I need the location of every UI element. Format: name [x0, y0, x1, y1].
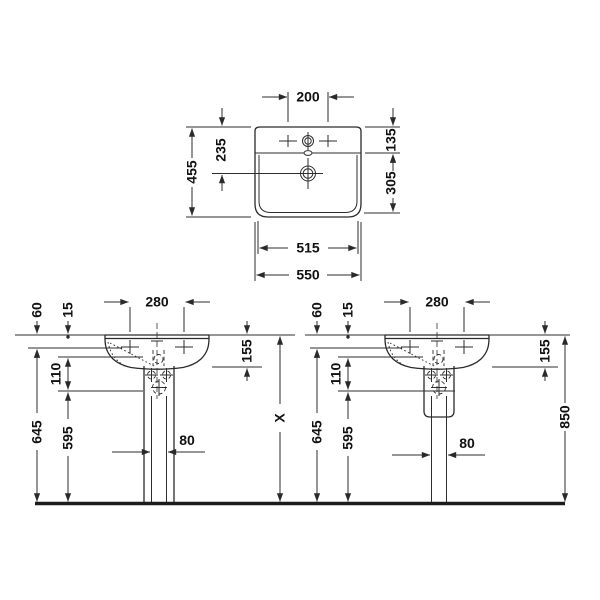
half-pedestal	[423, 366, 455, 418]
fixing-hole-right	[175, 340, 193, 354]
dim-label-80-half: 80	[459, 435, 475, 451]
basin-outline	[254, 126, 362, 218]
tap-hole-centre	[302, 132, 314, 150]
dim-label-155-pedestal: 155	[239, 339, 255, 363]
dim-label-15-pedestal: 15	[60, 302, 76, 318]
dim-label-595-half: 595	[340, 426, 356, 450]
dim-label-15-half: 15	[340, 302, 356, 318]
overflow-hole	[303, 150, 313, 156]
dim-label-80-pedestal: 80	[179, 432, 195, 448]
dim-label-60-pedestal: 60	[29, 302, 45, 318]
fixing-hole-left	[401, 340, 419, 354]
dim-15-half	[344, 321, 352, 339]
hidden-bowl-edge	[387, 341, 403, 365]
hidden-fittings	[425, 350, 453, 396]
dim-515	[257, 221, 359, 254]
dim-label-280-half: 280	[425, 294, 449, 310]
dim-280-pedestal	[104, 298, 210, 332]
dim-label-645-half: 645	[309, 420, 325, 444]
dim-label-455: 455	[184, 160, 200, 184]
drain-hole	[212, 158, 323, 189]
dim-label-550: 550	[296, 267, 320, 283]
dim-label-60-half: 60	[309, 302, 325, 318]
dim-305	[364, 154, 400, 214]
hidden-bowl-edge	[107, 341, 123, 365]
front-view-pedestal: 280 60 15 110 645 595	[15, 294, 295, 502]
tap-hole-right-mark	[319, 135, 337, 147]
dim-label-850: 850	[557, 405, 573, 429]
dim-label-200: 200	[296, 89, 320, 105]
dim-label-645-pedestal: 645	[29, 420, 45, 444]
dim-label-305: 305	[383, 171, 399, 195]
dim-label-110-half: 110	[328, 362, 344, 385]
tap-hole-left-mark	[279, 135, 297, 147]
dim-label-135: 135	[383, 128, 399, 152]
dim-label-110-pedestal: 110	[48, 362, 64, 385]
fixing-hole-right	[455, 340, 473, 354]
front-view-half-pedestal: 280 60 15 110 645 595	[305, 294, 573, 502]
dim-155-half	[492, 321, 558, 381]
dim-550	[254, 222, 362, 281]
dim-label-280-pedestal: 280	[145, 294, 169, 310]
plan-view: 200 455 235 135 305	[184, 89, 400, 283]
dim-110-pedestal	[58, 356, 143, 392]
fixing-hole-left	[121, 340, 139, 354]
basin-inner-outline	[258, 155, 358, 213]
dim-15-pedestal	[64, 321, 72, 339]
dim-label-595-pedestal: 595	[60, 426, 76, 450]
dim-110-half	[338, 356, 455, 392]
dim-label-155-half: 155	[537, 339, 553, 363]
dim-200	[262, 92, 354, 122]
dim-155-pedestal	[212, 321, 262, 381]
dim-280-half	[384, 298, 490, 332]
dim-label-x-height: X	[272, 413, 288, 423]
dim-label-235: 235	[213, 138, 229, 162]
dim-455	[186, 126, 251, 218]
dim-label-515: 515	[296, 240, 320, 256]
dim-135	[365, 108, 400, 171]
hidden-fittings	[145, 350, 173, 396]
